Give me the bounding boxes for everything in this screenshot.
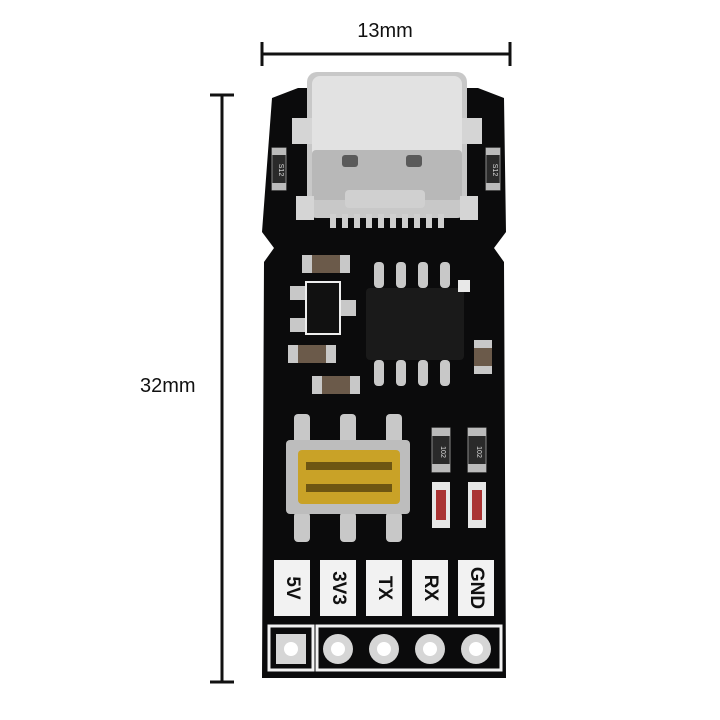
- width-dimension-line: [260, 42, 512, 66]
- capacitor-mid: [288, 345, 336, 363]
- pcb-board: [262, 88, 506, 678]
- header-pad-gnd: [461, 634, 491, 664]
- led-1: [432, 482, 450, 528]
- height-dimension-line: [210, 93, 234, 684]
- height-dimension-label: 32mm: [140, 375, 196, 397]
- header-pad-5v: [276, 634, 306, 664]
- width-dimension-label: 13mm: [357, 20, 413, 42]
- pin-label-3v3: 3V3: [328, 571, 349, 605]
- resistor-code-2: 102: [475, 446, 482, 458]
- resistor-led-1: 102: [431, 427, 451, 473]
- capacitor-top: [302, 255, 350, 273]
- resistor-led-2: 102: [467, 427, 487, 473]
- usb-serial-chip: [366, 262, 470, 386]
- header-pad-rx: [415, 634, 445, 664]
- silkscreen-left: S12: [277, 164, 284, 177]
- pin-label-gnd: GND: [466, 567, 487, 609]
- header-outline: [267, 624, 503, 672]
- resistor-right: S12: [485, 147, 501, 191]
- header-pad-tx: [369, 634, 399, 664]
- pin-label-boxes: [274, 560, 494, 616]
- capacitor-right: [474, 340, 492, 374]
- silkscreen-right: S12: [491, 164, 498, 177]
- capacitor-low: [312, 376, 360, 394]
- pin-label-5v: 5V: [282, 576, 303, 600]
- resistor-code-1: 102: [439, 446, 446, 458]
- pin-label-rx: RX: [420, 575, 441, 602]
- voltage-regulator: [290, 281, 356, 335]
- led-2: [468, 482, 486, 528]
- usb-c-connector: [292, 72, 482, 228]
- header-pad-3v3: [323, 634, 353, 664]
- voltage-select-switch: [286, 414, 410, 542]
- pin-label-tx: TX: [374, 576, 395, 601]
- resistor-left: S12: [271, 147, 287, 191]
